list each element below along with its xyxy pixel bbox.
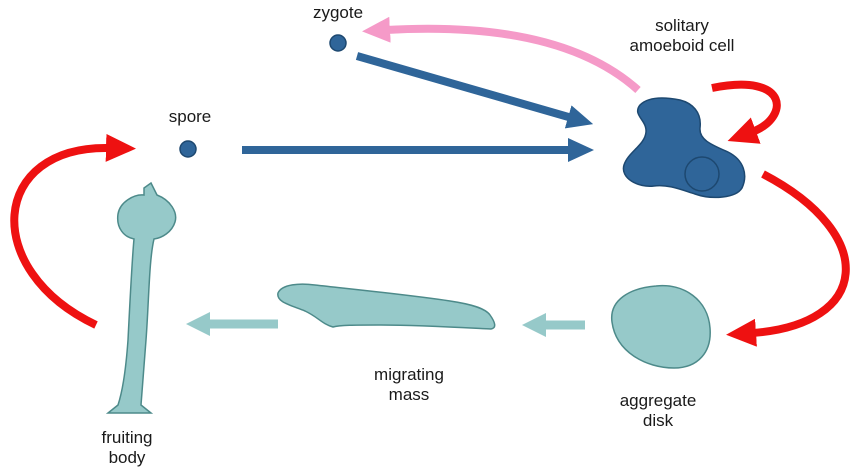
amoeba-nucleus <box>684 156 720 192</box>
label-solitary-amoeboid-cell: solitary amoeboid cell <box>629 16 735 55</box>
arrow-amoeba-loop <box>711 80 781 144</box>
arrow-amoeba-to-aggregate <box>726 170 850 347</box>
label-aggregate-disk: aggregate disk <box>619 391 697 430</box>
fruiting-body <box>105 181 177 414</box>
amoeboid-cell <box>622 97 746 199</box>
arrow-amoeba-to-zygote <box>362 16 641 93</box>
arrow-zygote-to-amoeba <box>355 52 594 129</box>
migrating-mass <box>277 283 496 330</box>
label-spore: spore <box>168 107 212 126</box>
zygote-cell <box>329 34 347 52</box>
label-zygote: zygote <box>312 3 364 22</box>
label-fruiting-body: fruiting body <box>101 428 153 467</box>
label-migrating-mass: migrating mass <box>374 365 444 404</box>
spore-cell <box>179 140 197 158</box>
aggregate-disk <box>611 284 711 369</box>
arrow-fruiting-to-spore <box>10 133 136 329</box>
